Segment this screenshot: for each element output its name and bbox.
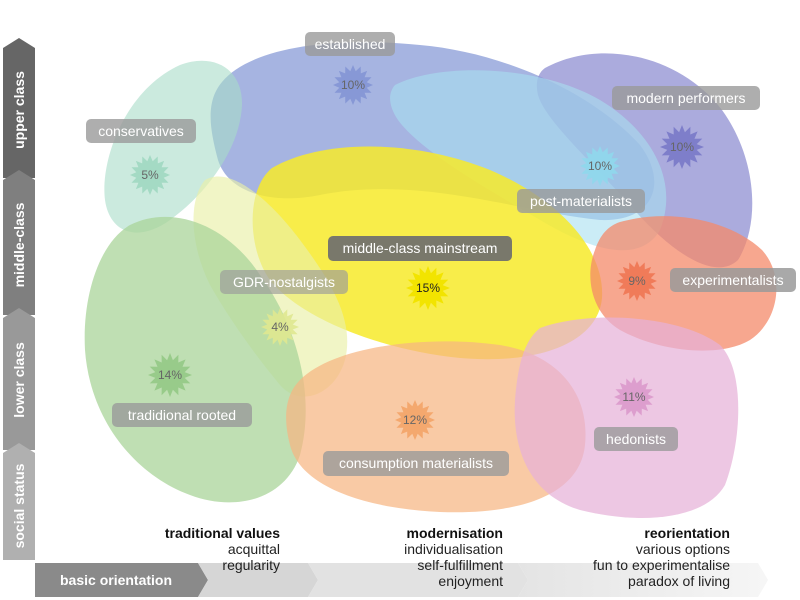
svg-text:tradidional rooted: tradidional rooted: [128, 407, 236, 423]
star-icon: [130, 155, 170, 195]
star-icon: [148, 353, 192, 397]
svg-text:paradox of living: paradox of living: [628, 573, 730, 589]
svg-text:middle-class mainstream: middle-class mainstream: [343, 240, 498, 256]
svg-text:reorientation: reorientation: [644, 525, 730, 541]
star-icon: [614, 377, 654, 417]
milieu-labels: established conservatives modern perform…: [86, 32, 796, 476]
orientation-descriptions: traditional values acquittal regularity …: [165, 525, 730, 589]
star-icon: [395, 400, 435, 440]
label-conservatives: conservatives: [86, 119, 196, 143]
svg-text:consumption materialists: consumption materialists: [339, 455, 493, 471]
svg-text:modern performers: modern performers: [626, 90, 745, 106]
svg-text:fun to experimentalise: fun to experimentalise: [593, 557, 730, 573]
star-icon: [580, 146, 620, 186]
svg-text:established: established: [315, 36, 386, 52]
star-experimentalists: 9%: [617, 261, 657, 301]
star-post-materialists: 10%: [580, 146, 620, 186]
star-icon: [617, 261, 657, 301]
axis-label-middle-class: middle-class: [11, 202, 27, 287]
axis-segment-middle-class: [3, 170, 35, 315]
svg-text:conservatives: conservatives: [98, 123, 184, 139]
social-status-axis: upper class middle-class lower class soc…: [3, 38, 35, 560]
star-icon: [333, 65, 373, 105]
star-hedonists: 11%: [614, 377, 654, 417]
percent-hedonists: 11%: [622, 390, 645, 404]
percent-conservatives: 5%: [141, 168, 159, 182]
star-middle-class-mainstream: 15%: [406, 266, 450, 310]
blob-conservatives: [104, 60, 243, 233]
label-hedonists: hedonists: [594, 427, 678, 451]
label-post-materialists: post-materialists: [517, 189, 645, 213]
svg-text:experimentalists: experimentalists: [682, 272, 783, 288]
percent-tradidional-rooted: 14%: [158, 368, 182, 382]
star-icon: [660, 125, 704, 169]
star-modern-performers: 10%: [660, 125, 704, 169]
label-tradidional-rooted: tradidional rooted: [112, 403, 252, 427]
axis-segment-upper-class: [3, 38, 35, 178]
svg-text:post-materialists: post-materialists: [530, 193, 632, 209]
orientation-reorientation: reorientation various options fun to exp…: [593, 525, 730, 589]
axis-segment-reorientation: [518, 563, 768, 597]
svg-text:GDR-nostalgists: GDR-nostalgists: [233, 274, 335, 290]
star-gdr-nostalgists: 4%: [261, 308, 299, 346]
axis-label-lower-class: lower class: [11, 342, 27, 418]
svg-text:various options: various options: [636, 541, 730, 557]
svg-text:self-fulfillment: self-fulfillment: [417, 557, 503, 573]
percent-modern-performers: 10%: [670, 140, 694, 154]
axis-segment-base: [35, 563, 208, 597]
percent-middle-class-mainstream: 15%: [416, 281, 440, 295]
axis-label-upper-class: upper class: [11, 71, 27, 149]
percent-gdr-nostalgists: 4%: [271, 320, 289, 334]
axis-segment-lower-class: [3, 308, 35, 450]
percentage-stars: 10% 5% 10% 10% 15% 4% 9% 14%: [130, 65, 704, 440]
svg-text:individualisation: individualisation: [404, 541, 503, 557]
axis-segment-traditional: [198, 563, 318, 597]
label-experimentalists: experimentalists: [670, 268, 796, 292]
basic-orientation-label: basic orientation: [60, 572, 172, 588]
orientation-modernisation: modernisation individualisation self-ful…: [404, 525, 503, 589]
svg-text:enjoyment: enjoyment: [438, 573, 503, 589]
svg-text:traditional values: traditional values: [165, 525, 280, 541]
star-consumption-materialists: 12%: [395, 400, 435, 440]
star-icon: [406, 266, 450, 310]
basic-orientation-axis: basic orientation: [35, 563, 768, 597]
label-gdr-nostalgists: GDR-nostalgists: [220, 270, 348, 294]
svg-text:hedonists: hedonists: [606, 431, 666, 447]
svg-text:acquittal: acquittal: [228, 541, 280, 557]
star-tradidional-rooted: 14%: [148, 353, 192, 397]
svg-text:regularity: regularity: [222, 557, 280, 573]
percent-established: 10%: [341, 78, 365, 92]
star-established: 10%: [333, 65, 373, 105]
percent-consumption-materialists: 12%: [403, 413, 427, 427]
axis-segment-modernisation: [308, 563, 528, 597]
star-icon: [261, 308, 299, 346]
axis-label-social-status: social status: [11, 463, 27, 548]
percent-post-materialists: 10%: [588, 159, 612, 173]
label-middle-class-mainstream: middle-class mainstream: [328, 236, 512, 261]
label-modern-performers: modern performers: [612, 86, 760, 110]
label-consumption-materialists: consumption materialists: [323, 451, 509, 476]
label-established: established: [305, 32, 395, 56]
percent-experimentalists: 9%: [628, 274, 646, 288]
axis-segment-social-status: [3, 443, 35, 560]
star-conservatives: 5%: [130, 155, 170, 195]
orientation-traditional-values: traditional values acquittal regularity: [165, 525, 280, 573]
svg-text:modernisation: modernisation: [407, 525, 503, 541]
blob-hedonists: [514, 317, 739, 518]
